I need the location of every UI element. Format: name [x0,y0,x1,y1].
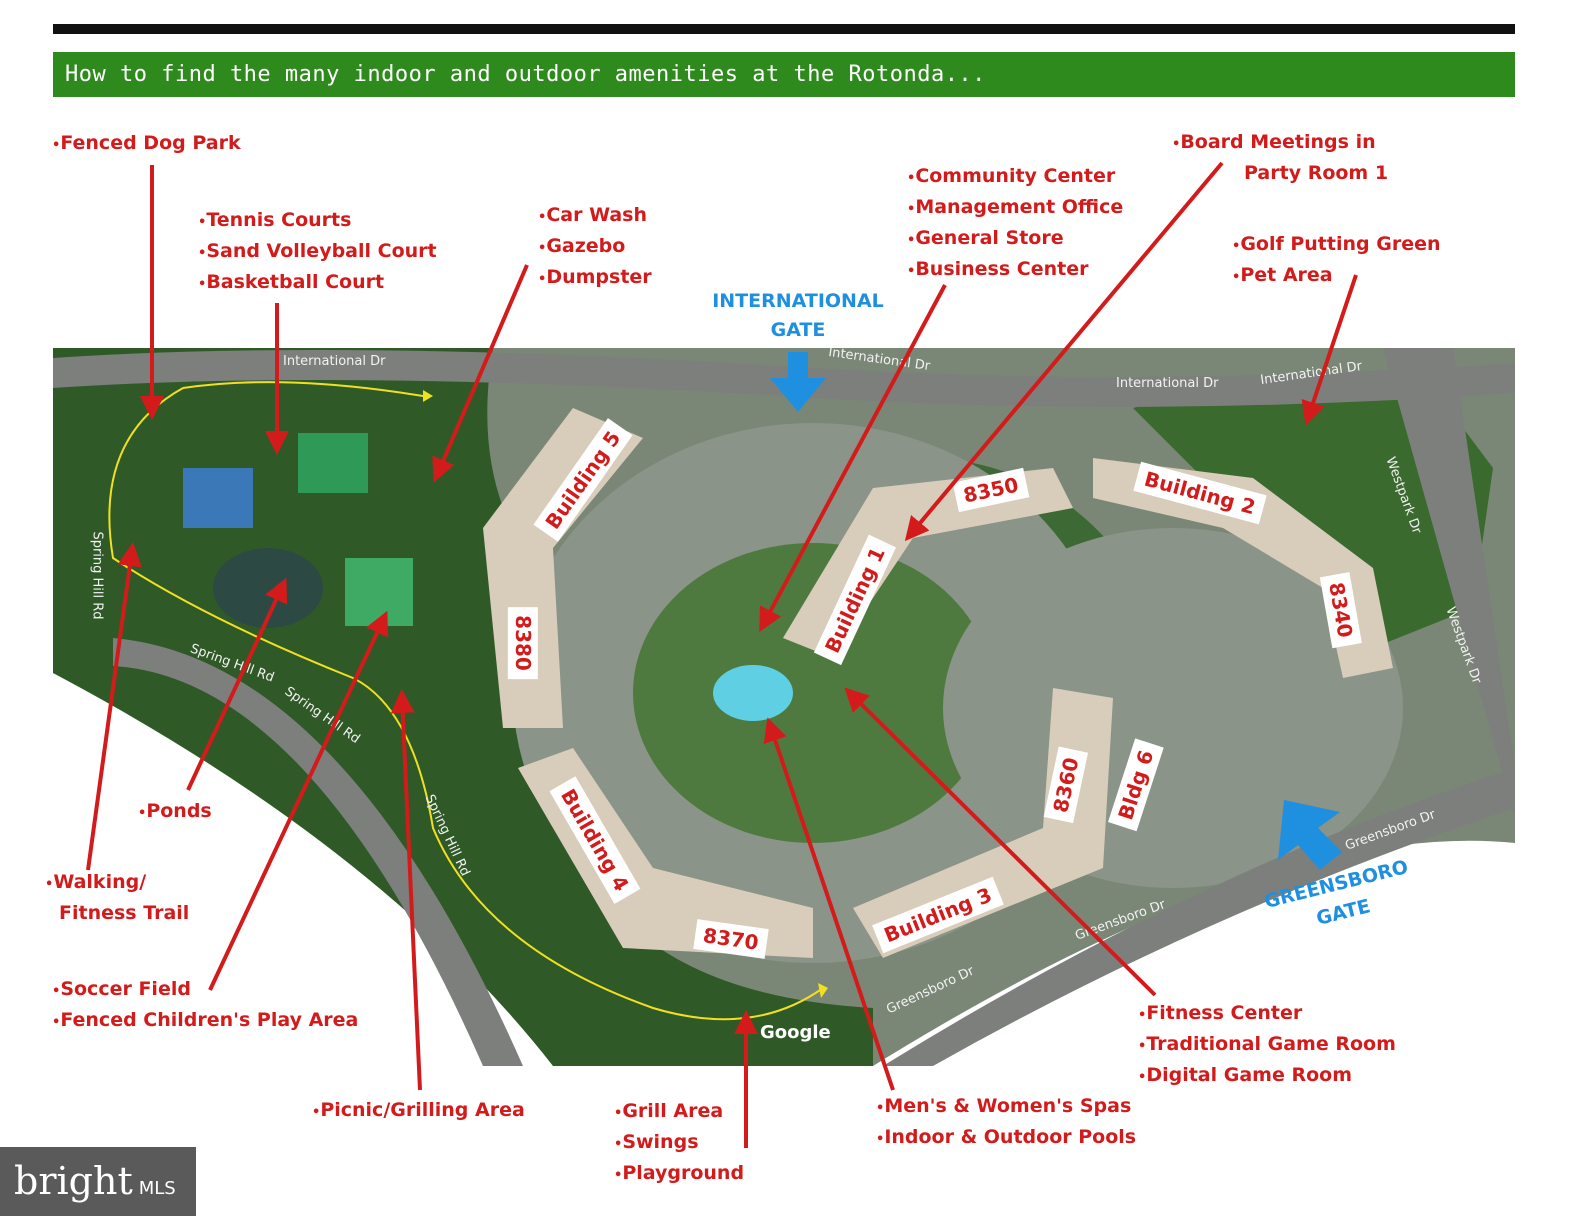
pool [713,665,793,721]
arrow-international-gate [770,352,826,412]
arrow-ponds [186,577,288,791]
label-soccer: Soccer Field Fenced Children's Play Area [52,975,358,1037]
label-board: Board Meetings in Party Room 1 [1172,128,1388,188]
tennis-court-1 [183,468,253,528]
label-grill: Grill Area Swings Playground [614,1097,744,1190]
label-dog-park: Fenced Dog Park [52,129,240,160]
label-ponds: Ponds [138,797,211,828]
label-golf: Golf Putting Green Pet Area [1232,230,1440,292]
arrow-picnic [390,689,422,1091]
rooftop-building-4 [518,748,813,958]
courtyard-green [633,543,993,843]
arrow-golf [1301,274,1358,426]
arrow-car-wash [432,264,529,483]
map-cutout-left [53,671,553,1066]
label-car-wash: Car Wash Gazebo Dumpster [538,201,651,294]
aerial-map[interactable]: International Dr International Dr Intern… [53,348,1515,1066]
arrow-community [759,284,947,633]
trail-arrow-2 [818,983,828,998]
arrow-trail [86,542,142,871]
road-label-international-3: International Dr [1116,376,1219,391]
top-rule [53,24,1515,34]
forest-left [53,348,873,1066]
arrow-spas [763,717,895,1091]
arrow-board [904,161,1224,542]
label-picnic: Picnic/Grilling Area [312,1096,524,1127]
road-westpark [1383,348,1515,818]
label-spas: Men's & Women's Spas Indoor & Outdoor Po… [876,1092,1136,1154]
label-trail: Walking/ Fitness Trail [45,868,189,928]
label-fitness: Fitness Center Traditional Game Room Dig… [1138,999,1396,1092]
tennis-court-2 [298,433,368,493]
forest-right [1133,381,1493,648]
arrow-fitness [844,687,1157,997]
rooftop-building-2 [1093,458,1393,678]
arrow-greensboro-gate [1278,800,1342,870]
road-label-international-1: International Dr [283,354,386,369]
label-community: Community Center Management Office Gener… [907,162,1123,286]
page-title: How to find the many indoor and outdoor … [53,52,1515,97]
map-credit: Google [760,1022,831,1043]
arrow-soccer [208,610,389,991]
international-gate-label: INTERNATIONAL GATE [712,290,884,341]
trail-arrow-1 [423,390,433,402]
road-spring-hill [113,638,523,1066]
label-courts: Tennis Courts Sand Volleyball Court Bask… [198,206,436,299]
road-greensboro [883,768,1515,1066]
